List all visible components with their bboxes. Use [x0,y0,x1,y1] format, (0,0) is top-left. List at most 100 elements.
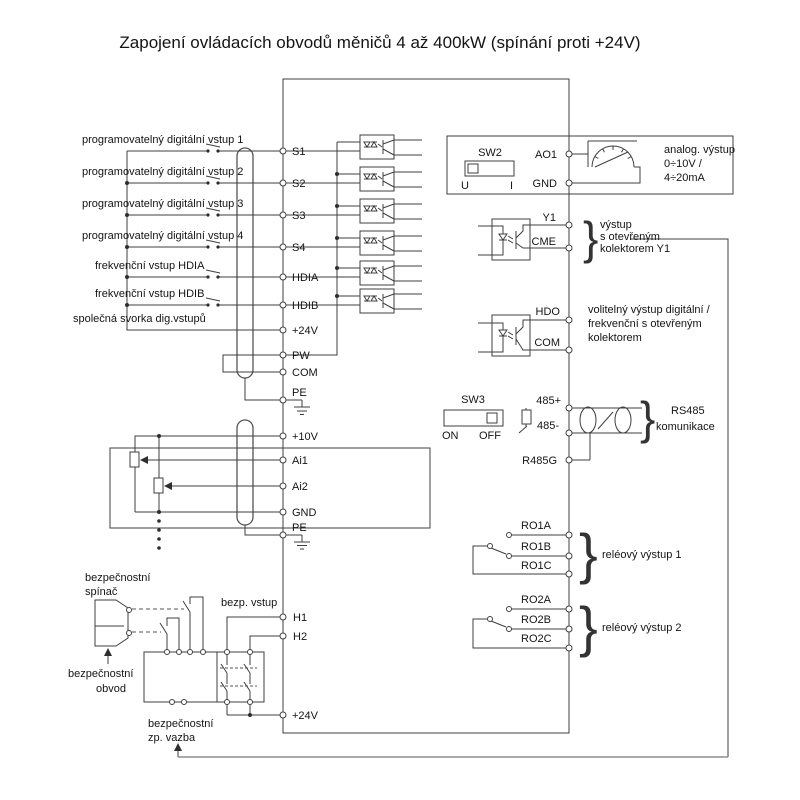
safety-box-top6 [247,649,253,655]
terminal-label-24v: +24V [292,325,319,337]
sw3-knob [486,412,498,424]
twisted-pair2-icon [614,406,632,434]
terminal-pe2 [279,531,287,539]
terminal-com [279,368,287,376]
sw3-label: SW3 [461,394,485,406]
opto-input-hdia [359,260,395,286]
terminal-s3 [279,211,287,219]
label-hdib: frekvenční vstup HDIB [95,288,204,300]
page-title: Zapojení ovládacích obvodů měničů 4 až 4… [119,33,640,52]
analog-output-note-2: 0÷10V / [664,158,703,170]
terminal-24v2 [279,711,287,719]
terminal-label-ro2a: RO2A [521,594,552,606]
terminal-label-24v2: +24V [292,710,319,722]
rs485-brace: } [640,392,655,444]
terminal-hdo [565,316,573,324]
safety-box-bottom2 [181,699,187,705]
relay1-wires [472,534,569,575]
terminal-label-ao1: AO1 [535,149,557,161]
relay2-pivot [487,616,493,622]
relay1-contact-a [506,532,512,538]
sw3-off-label: OFF [479,430,501,442]
analog-output-note-3: 4÷20mA [664,172,706,184]
terminal-circles [126,147,573,719]
opto-input-s1 [359,134,395,160]
terminal-label-y1: Y1 [543,212,556,224]
ao1-gnd-wires [569,140,641,184]
terminal-485m [565,429,573,437]
terminal-label-s1: S1 [292,146,305,158]
input-common-rail [126,151,283,331]
safety-input-wires [226,616,283,652]
terminal-r485g [565,456,573,464]
safety-circuit-label-1: bezpečnostní [68,668,133,680]
terminal-label-ai2: Ai2 [292,481,308,493]
relay1-contact-b [506,553,512,559]
y1-leads [478,224,569,256]
safety-box-top1 [164,649,170,655]
terminal-label-pw: PW [292,350,310,362]
terminal-y1 [565,221,573,229]
safety-feedback-label-2: zp. vazba [148,732,196,744]
safety-switch-icon [94,599,129,647]
relay2-contact-b [506,626,512,632]
digital-input-wires [127,150,360,306]
y1-note-1: výstup [600,219,632,231]
terminal-label-h1: H1 [293,612,307,624]
terminal-485p [565,404,573,412]
junction-dots [125,149,339,717]
terminal-label-pe2: PE [292,522,307,534]
y1-note-3: kolektorem Y1 [600,243,670,255]
terminal-label-s2: S2 [292,178,305,190]
terminal-label-ro2b: RO2B [521,614,551,626]
y1-note-2: s otevřeným [600,231,660,243]
terminal-com-hdo [565,346,573,354]
potentiometer2-icon [153,477,164,494]
terminal-24v [279,326,287,334]
terminal-label-r485g: R485G [522,455,557,467]
label-di1: programovatelný digitální vstup 1 [82,134,243,146]
pe2-drain-wire [244,525,310,550]
pe-drain-wire [244,378,310,415]
terminal-label-s4: S4 [292,242,305,254]
safety-24v-wires [226,702,283,716]
safety-circuit-label-2: obvod [96,683,126,695]
rs485-note-1: RS485 [671,405,705,417]
terminal-label-com-hdo: COM [534,337,560,349]
terminal-hdib [279,301,287,309]
terminal-label-hdia: HDIA [292,272,319,284]
sw2-slide-switch [464,160,515,177]
terminal-label-485m: 485- [537,420,559,432]
terminal-h1 [279,613,287,621]
terminal-ro1b [565,552,573,560]
terminal-ro2b [565,625,573,633]
terminal-s1 [279,147,287,155]
pw-com-jumper [222,354,283,373]
relay2-wires [472,608,569,649]
label-di4: programovatelný digitální vstup 4 [82,230,243,242]
hdo-leads [478,319,569,353]
terminal-ai2 [279,482,287,490]
safety-contact-wires [159,596,204,652]
terminal-s2 [279,179,287,187]
wiper-arrow1-icon [140,456,148,464]
termination-resistor-icon [521,409,532,425]
relay1-note: reléový výstup 1 [602,549,681,561]
safety-inner-dashed [220,667,257,687]
sw3-slide-switch [443,409,504,427]
terminal-ro1c [565,570,573,578]
safety-switch-contact1 [126,607,132,613]
opto-input-s3 [359,198,395,224]
safety-box-bottom3 [224,699,230,705]
terminal-label-pe: PE [292,387,307,399]
terminal-pe [279,396,287,404]
opto-right-leads [394,139,422,310]
hdo-note-3: kolektorem [588,332,642,344]
safety-inner-contacts [220,652,251,702]
terminal-label-ro1c: RO1C [521,560,552,572]
terminal-hdia [279,273,287,281]
opto-output-hdo [491,314,531,357]
terminal-ai1 [279,456,287,464]
terminal-label-cme: CME [532,236,556,248]
